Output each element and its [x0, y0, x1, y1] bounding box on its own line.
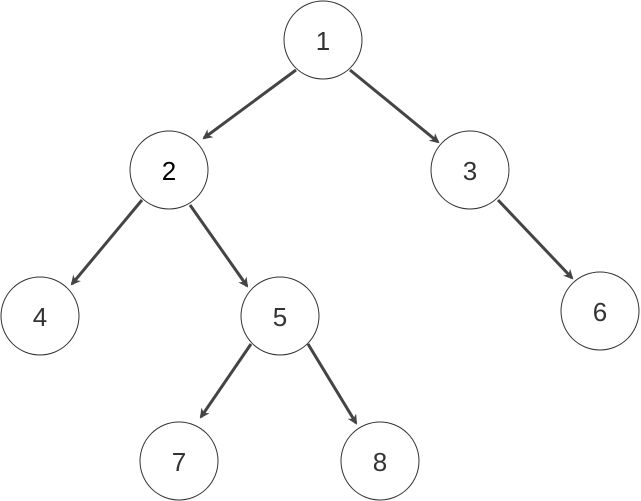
node-circle — [560, 271, 640, 351]
tree-node: 1 — [283, 0, 363, 80]
edge-2-to-4 — [70, 199, 144, 286]
tree-node: 3 — [430, 130, 510, 210]
node-label: 3 — [463, 156, 477, 186]
edge-1-to-2 — [202, 68, 297, 140]
edges-layer — [70, 68, 574, 425]
tree-node: 7 — [139, 421, 219, 501]
node-label: 4 — [33, 302, 47, 332]
tree-node: 4 — [0, 276, 80, 356]
node-label: 1 — [316, 26, 330, 56]
node-circle — [139, 421, 219, 501]
node-label: 2 — [162, 156, 176, 186]
edge-2-to-5 — [188, 204, 249, 288]
edge-5-to-8 — [306, 343, 358, 425]
node-label: 5 — [273, 302, 287, 332]
tree-node: 8 — [340, 421, 420, 501]
node-label: 6 — [593, 297, 607, 327]
node-circle — [283, 0, 363, 80]
edge-3-to-6 — [496, 198, 574, 280]
edge-1-to-3 — [349, 68, 440, 144]
node-circle — [0, 276, 80, 356]
tree-node: 2 — [129, 130, 209, 210]
node-circle — [129, 130, 209, 210]
tree-node: 5 — [240, 276, 320, 356]
node-label: 7 — [172, 447, 186, 477]
node-circle — [340, 421, 420, 501]
node-circle — [240, 276, 320, 356]
node-label: 8 — [373, 447, 387, 477]
node-circle — [430, 130, 510, 210]
tree-node: 6 — [560, 271, 640, 351]
edge-5-to-7 — [199, 343, 253, 419]
